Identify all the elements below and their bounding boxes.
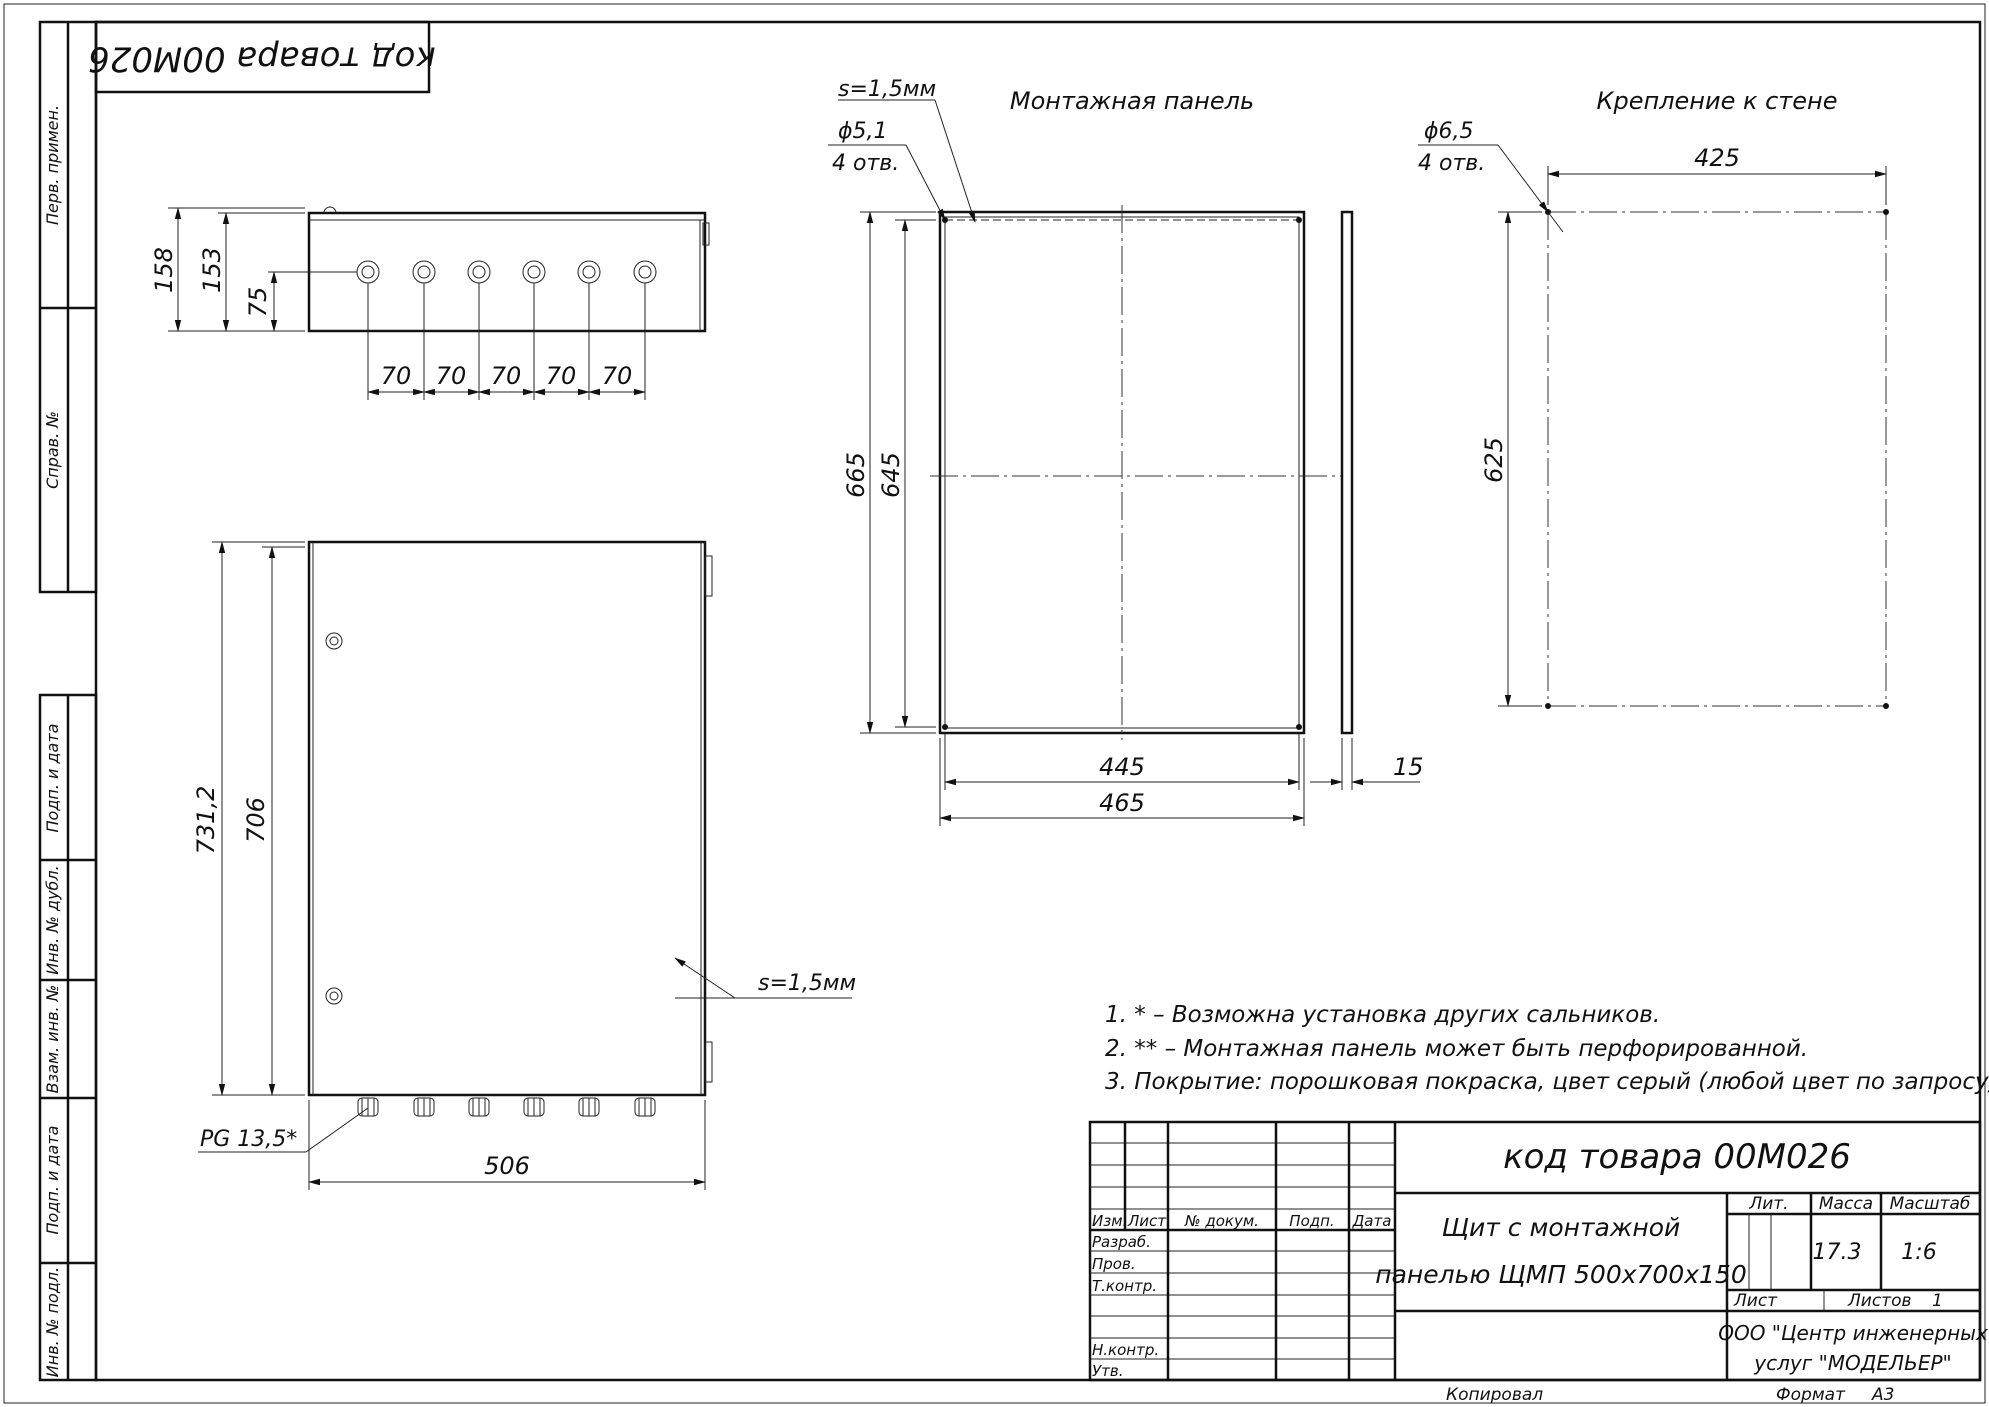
margin-label-sprav: Справ. № xyxy=(43,411,62,489)
enclosure-top-view xyxy=(168,206,710,400)
title-name-line1: Щит с монтажной xyxy=(1442,1213,1681,1242)
title-code: код товара 00М026 xyxy=(1503,1137,1851,1177)
rotated-code-box xyxy=(94,20,431,94)
dim-625: 625 xyxy=(1480,437,1508,483)
note-3: 3. Покрытие: порошковая покраска, цвет с… xyxy=(1105,1069,1989,1095)
rotated-product-code: код товара 00М026 xyxy=(88,39,436,79)
header-doc: № докум. xyxy=(1184,1212,1259,1230)
dim-153: 153 xyxy=(198,247,226,293)
dim-445: 445 xyxy=(1099,753,1145,781)
role-utv: Утв. xyxy=(1092,1362,1124,1380)
wall-hole-leader xyxy=(1497,144,1549,213)
margin-label-perv: Перв. примен. xyxy=(43,105,62,225)
footer-format-value: А3 xyxy=(1871,1385,1894,1405)
mass-label: Масса xyxy=(1819,1194,1873,1214)
footer-copied: Копировал xyxy=(1446,1385,1543,1405)
panel-hole-dia: ϕ5,1 xyxy=(838,119,888,144)
role-nkontr: Н.контр. xyxy=(1092,1341,1159,1359)
panel-thickness-leader xyxy=(934,99,976,223)
dim-731: 731,2 xyxy=(192,786,220,855)
wall-mount-view xyxy=(1418,144,1889,709)
margin-label-inv-podl: Инв. № подл. xyxy=(43,1267,62,1377)
panel-hole-count: 4 отв. xyxy=(832,151,899,176)
dim-70-3: 70 xyxy=(491,362,522,390)
margin-label-podp2: Подп. и дата xyxy=(43,1126,62,1235)
margin-label-inv-dubl: Инв. № дубл. xyxy=(43,865,62,974)
wall-hole-dia: ϕ6,5 xyxy=(1424,119,1474,144)
dim-70-4: 70 xyxy=(546,362,577,390)
mounting-panel-view xyxy=(828,99,1420,826)
panel-thickness: s=1,5мм xyxy=(838,77,936,102)
gland-label: PG 13,5* xyxy=(200,1127,297,1152)
dim-70-1: 70 xyxy=(381,362,412,390)
dim-75: 75 xyxy=(244,287,272,318)
dim-70-2: 70 xyxy=(436,362,467,390)
org-line2: услуг "МОДЕЛЬЕР" xyxy=(1753,1351,1951,1375)
dim-465: 465 xyxy=(1099,789,1145,817)
sheets-value: 1 xyxy=(1932,1291,1943,1311)
role-tkontr: Т.контр. xyxy=(1092,1277,1157,1295)
org-line1: ООО "Центр инженерных xyxy=(1718,1321,1988,1345)
role-razrab: Разраб. xyxy=(1092,1233,1151,1251)
wall-hole-count: 4 отв. xyxy=(1418,151,1485,176)
thickness-leader xyxy=(674,957,736,999)
mounting-panel-title: Монтажная панель xyxy=(1010,87,1254,115)
lit-label: Лит. xyxy=(1748,1194,1788,1214)
header-sign: Подп. xyxy=(1289,1212,1334,1230)
title-block xyxy=(1088,1120,1982,1382)
dim-425: 425 xyxy=(1694,144,1740,172)
wall-mount-title: Крепление к стене xyxy=(1596,87,1837,115)
left-margin-table xyxy=(38,20,98,1382)
margin-label-podp1: Подп. и дата xyxy=(43,724,62,833)
dim-665: 665 xyxy=(842,452,870,498)
header-date: Дата xyxy=(1352,1212,1392,1230)
footer-format-label: Формат xyxy=(1776,1385,1846,1405)
note-2: 2. ** – Монтажная панель может быть перф… xyxy=(1105,1036,1808,1062)
margin-label-vzam: Взам. инв. № xyxy=(43,985,62,1094)
mass-value: 17.3 xyxy=(1813,1240,1862,1265)
cable-glands-bottom xyxy=(357,1097,656,1117)
header-list: Лист xyxy=(1127,1212,1167,1230)
dim-70-5: 70 xyxy=(602,362,633,390)
dim-645: 645 xyxy=(877,452,905,498)
header-izm: Изм. xyxy=(1092,1212,1127,1230)
enclosure-thickness: s=1,5мм xyxy=(758,971,856,996)
title-name-line2: панелью ЩМП 500х700х150 xyxy=(1375,1260,1747,1289)
panel-hole-leader xyxy=(905,144,946,221)
scale-value: 1:6 xyxy=(1901,1240,1936,1265)
dim-158: 158 xyxy=(150,247,178,293)
role-prov: Пров. xyxy=(1092,1255,1136,1273)
gland-holes-top xyxy=(356,260,657,284)
outer-border xyxy=(3,3,1986,1404)
dim-15: 15 xyxy=(1393,753,1424,781)
dim-506: 506 xyxy=(484,1152,530,1180)
sheet-label: Лист xyxy=(1733,1291,1778,1311)
note-1: 1. * – Возможна установка других сальник… xyxy=(1105,1002,1660,1028)
sheets-label: Листов xyxy=(1847,1291,1912,1311)
dim-706: 706 xyxy=(242,797,270,843)
scale-label: Масштаб xyxy=(1890,1194,1971,1214)
enclosure-front-view xyxy=(198,540,852,1190)
